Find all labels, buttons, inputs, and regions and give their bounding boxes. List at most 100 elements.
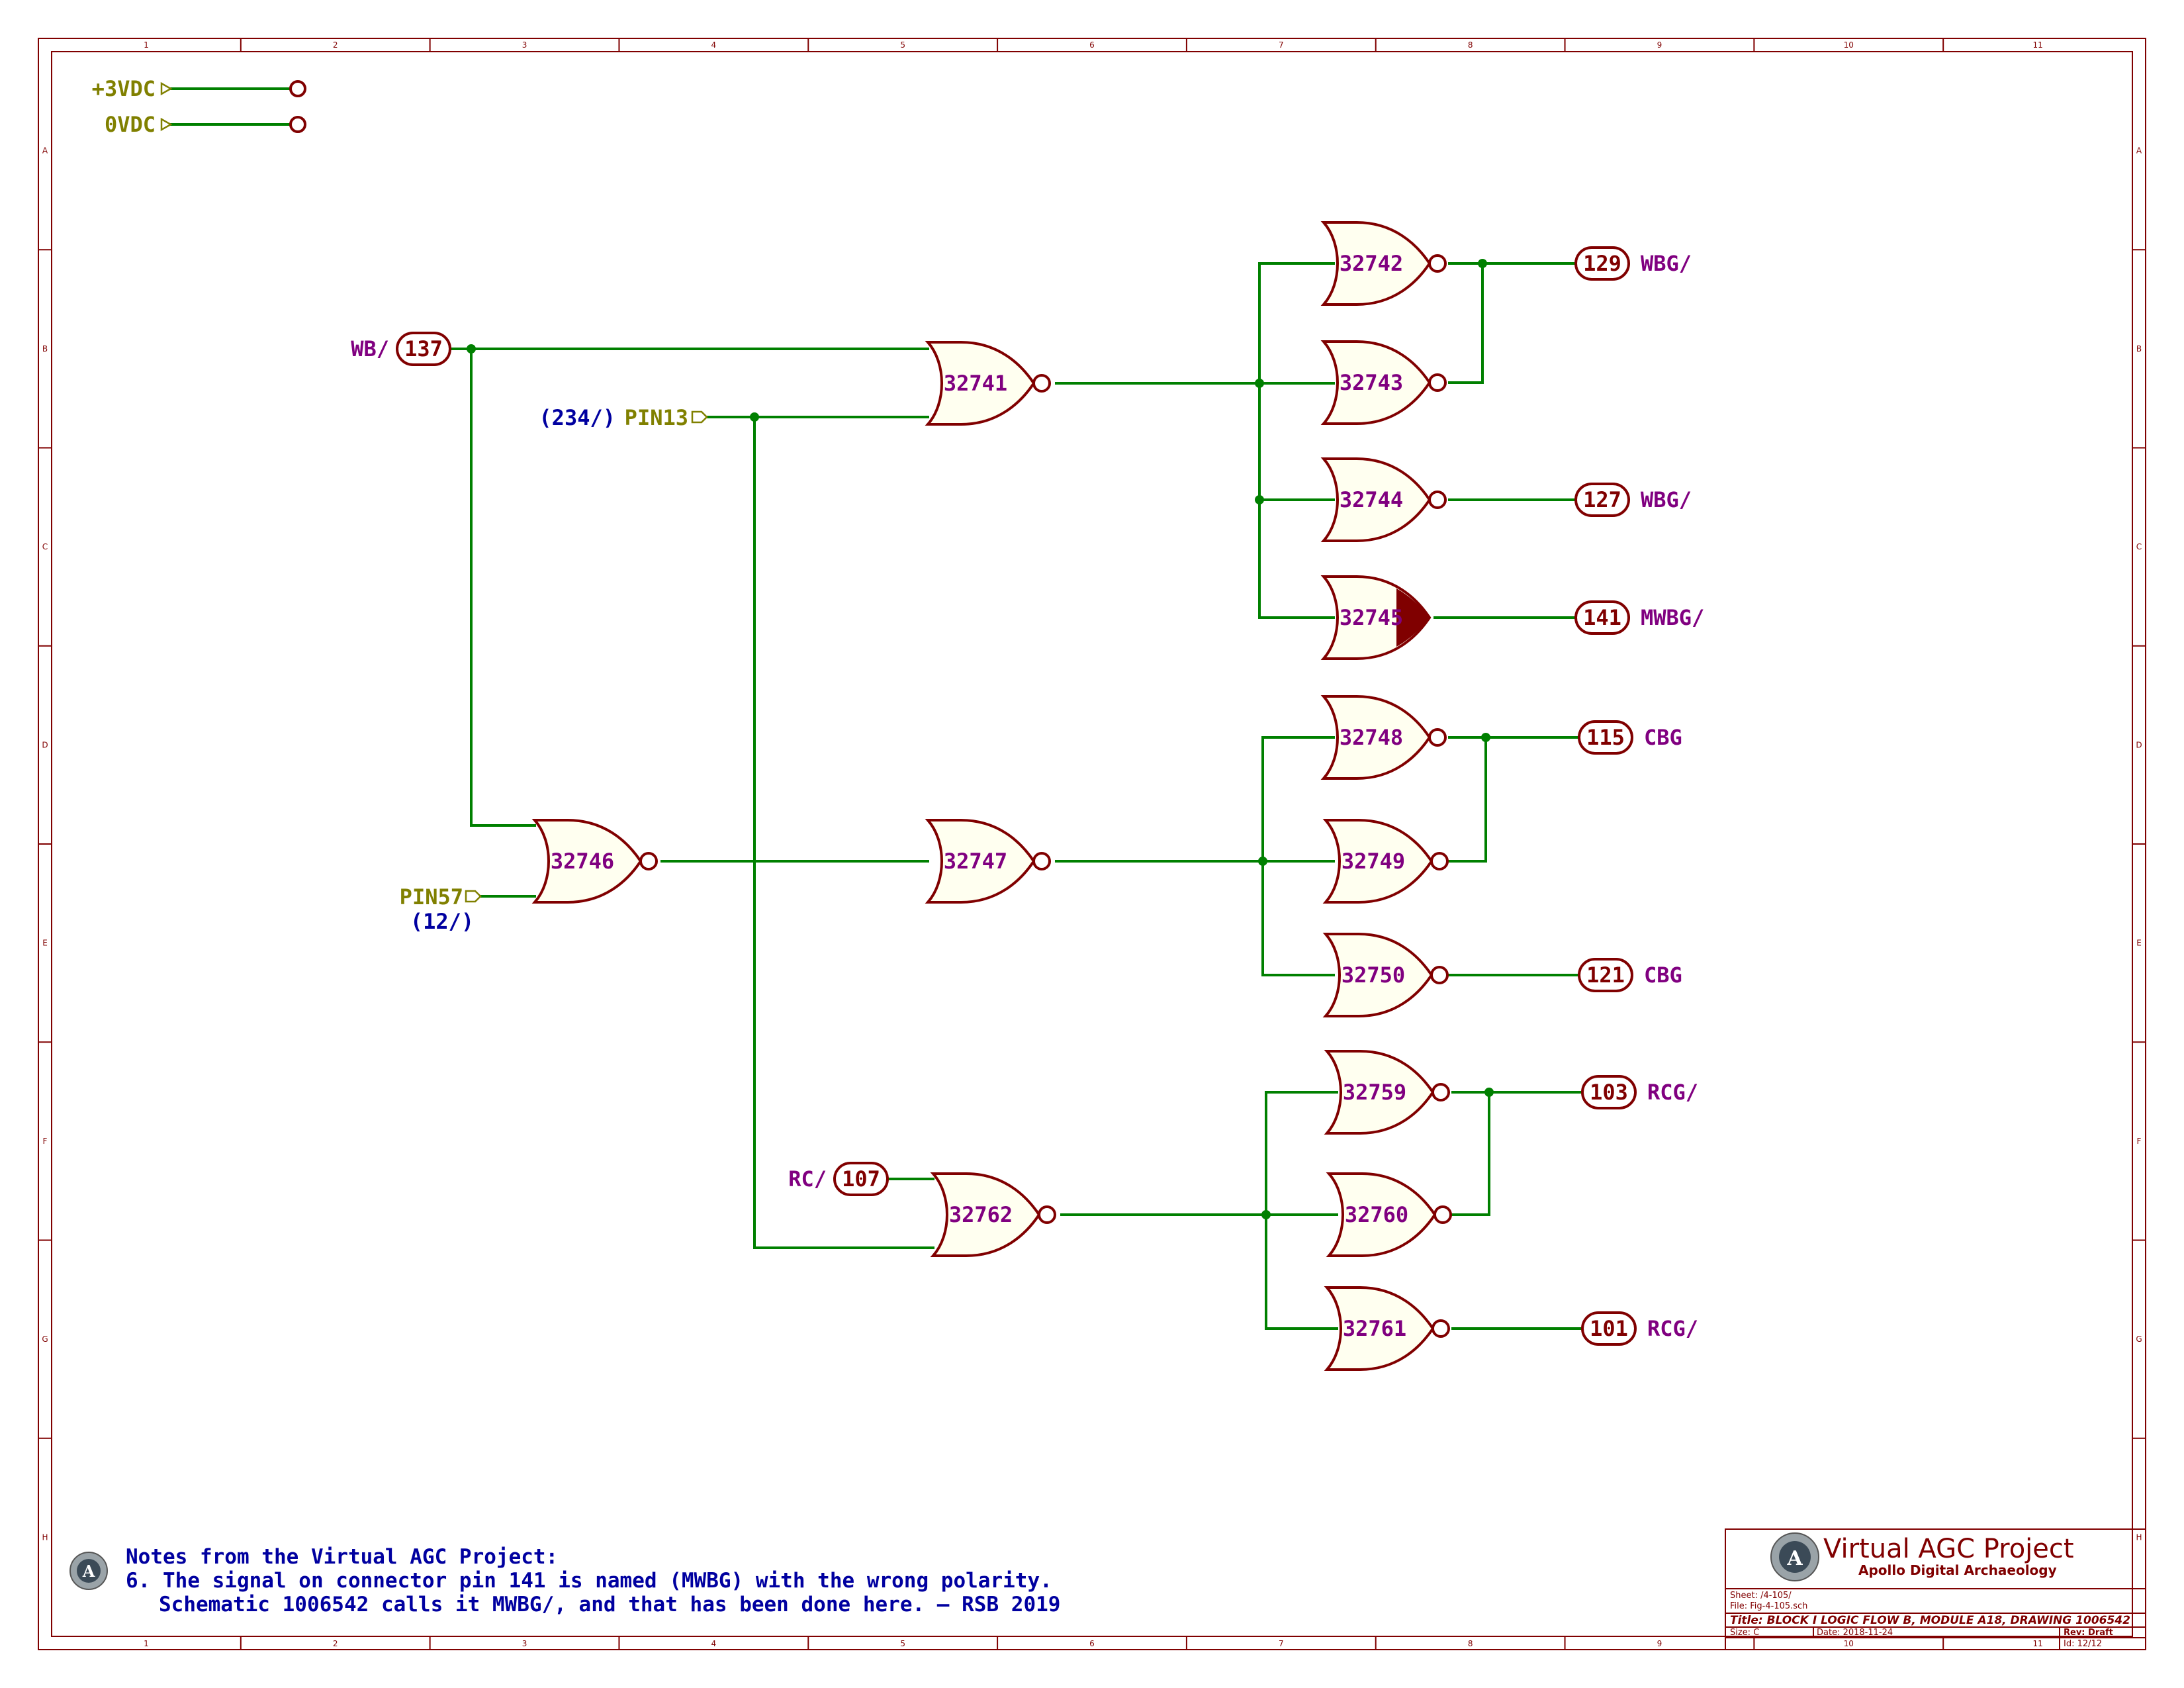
nor-gate-32760[interactable]: 32760 [1326, 1172, 1452, 1257]
power-flag-icon [160, 117, 173, 132]
hier-port-icon[interactable] [691, 410, 708, 424]
power-terminal-icon[interactable] [289, 116, 306, 133]
pin-ref-label: (234/) [539, 405, 615, 430]
notes-line-2: Schematic 1006542 calls it MWBG/, and th… [159, 1593, 1060, 1617]
hier-port-icon[interactable] [465, 890, 482, 903]
border-row-label: F [43, 1137, 48, 1146]
hier-input-pin13: (234/) PIN13 [539, 405, 708, 430]
hier-pin-label: PIN57 [400, 884, 463, 910]
title-block-subtitle: Apollo Digital Archaeology [1858, 1562, 2057, 1578]
connector-pin-label: 137 [404, 336, 443, 361]
title-block-rev: Rev: Draft [2064, 1628, 2113, 1638]
nor-gate-32741[interactable]: 32741 [925, 341, 1051, 426]
inversion-bubble-icon [1430, 852, 1449, 870]
junction-dot [467, 344, 476, 353]
junction-dot [1255, 379, 1264, 388]
border-col-label: 2 [333, 40, 338, 50]
nor-gate-32759[interactable]: 32759 [1324, 1050, 1450, 1135]
inversion-bubble-icon [1038, 1205, 1056, 1224]
border-col-label: 9 [1657, 40, 1662, 50]
nor-gate-body-icon [925, 341, 1036, 426]
border-col-label: 7 [1279, 1639, 1284, 1648]
agc-logo-icon: A [1770, 1532, 1819, 1581]
nor-gate-32745[interactable]: 32745 [1320, 575, 1432, 660]
title-block-date: Date: 2018-11-24 [1817, 1628, 1893, 1638]
nor-gate-body-icon [1320, 340, 1432, 425]
border-row-label: E [2136, 939, 2142, 948]
sheet-border [38, 38, 2146, 1650]
gate-label: 32762 [949, 1202, 1013, 1227]
border-row-label: C [42, 542, 48, 551]
nor-gate-body-icon [1326, 1172, 1437, 1257]
gate-label: 32761 [1343, 1316, 1406, 1341]
nor-gate-32744[interactable]: 32744 [1320, 457, 1447, 542]
nor-gate-32749[interactable]: 32749 [1322, 819, 1449, 904]
title-block-size: Size: C [1730, 1628, 1759, 1638]
inversion-bubble-icon [1428, 728, 1447, 747]
border-col-label: 9 [1657, 1639, 1662, 1648]
gate-label: 32750 [1342, 962, 1405, 988]
gate-label: 32744 [1340, 487, 1403, 512]
border-row-label: H [2136, 1532, 2142, 1542]
inversion-bubble-icon [1032, 374, 1051, 393]
nor-gate-32743[interactable]: 32743 [1320, 340, 1447, 425]
nor-gate-body-icon [1322, 933, 1433, 1017]
power-flag-icon [160, 81, 173, 96]
notes-heading: Notes from the Virtual AGC Project: [126, 1545, 558, 1569]
nor-gate-32761[interactable]: 32761 [1324, 1286, 1450, 1371]
junctions [467, 259, 1494, 1219]
gate-label: 32746 [551, 849, 614, 874]
inversion-bubble-icon [1428, 491, 1447, 509]
junction-dot [1478, 259, 1487, 268]
connector-pin-label: 115 [1586, 725, 1625, 750]
power-label: 0VDC [105, 112, 156, 137]
gate-label: 32742 [1340, 251, 1403, 276]
title-block-id: Id: 12/12 [2064, 1639, 2102, 1649]
connector-signal-label: WB/ [351, 336, 389, 361]
notes: A Notes from the Virtual AGC Project: 6.… [69, 1545, 1060, 1617]
connector-pin-label: 107 [842, 1166, 880, 1192]
border-col-label: 10 [1844, 1639, 1854, 1648]
border-col-label: 8 [1468, 1639, 1473, 1648]
junction-dot [1484, 1088, 1494, 1097]
connector-pill-icon [833, 1162, 889, 1196]
nor-gate-32742[interactable]: 32742 [1320, 221, 1447, 306]
border-col-label: 4 [711, 1639, 717, 1648]
svg-text:A: A [1786, 1547, 1803, 1570]
border-col-label: 1 [144, 40, 149, 50]
nor-gate-body-icon [1322, 819, 1433, 904]
nor-gate-32748[interactable]: 32748 [1320, 695, 1447, 780]
connector-pin-137[interactable]: 137 WB/ [351, 332, 451, 366]
nor-gate-32762[interactable]: 32762 [930, 1172, 1056, 1257]
nor-gate-32747[interactable]: 32747 [925, 819, 1051, 904]
connector-pill-icon [1581, 1075, 1637, 1109]
power-terminal-icon[interactable] [289, 80, 306, 97]
border-row-label: A [2136, 146, 2142, 156]
border-col-label: 10 [1844, 40, 1854, 50]
gate-label: 32747 [944, 849, 1007, 874]
nor-gate-32750[interactable]: 32750 [1322, 933, 1449, 1017]
border-col-label: 3 [522, 1639, 527, 1648]
title-block-project: Virtual AGC Project [1823, 1534, 2074, 1564]
inversion-bubble-icon [1433, 1205, 1452, 1224]
connector-pin-label: 101 [1590, 1316, 1628, 1341]
agc-logo-icon: A [69, 1552, 108, 1590]
gate-label: 32745 [1340, 605, 1403, 630]
border-row-label: B [42, 344, 48, 353]
nor-gate-32746[interactable]: 32746 [531, 819, 658, 904]
inversion-bubble-icon [1430, 966, 1449, 984]
hier-input-pin57: PIN57 (12/) [400, 884, 482, 934]
junction-dot [1481, 733, 1490, 742]
title-block-title: Title: BLOCK I LOGIC FLOW B, MODULE A18,… [1730, 1614, 2130, 1627]
connector-pin-label: 127 [1583, 487, 1621, 512]
nor-gate-body-icon [1320, 695, 1432, 780]
inverted-output-icon [1396, 588, 1430, 647]
